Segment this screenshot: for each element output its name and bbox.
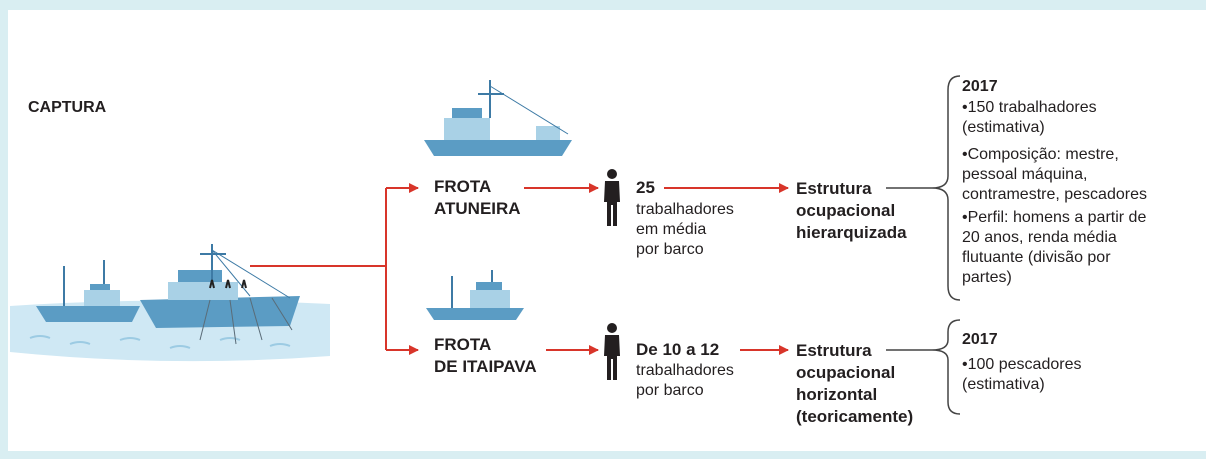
workers-text-itaipava-2: por barco (636, 382, 704, 399)
brace-itaipava (931, 319, 961, 415)
details-atuneira-year: 2017 (962, 78, 998, 95)
details-atuneira-line: 20 anos, renda média (962, 229, 1117, 246)
workers-text-atuneira-2: em média (636, 221, 707, 238)
section-label: CAPTURA (28, 99, 107, 116)
details-itaipava-line: (estimativa) (962, 376, 1045, 393)
person-icon (604, 323, 620, 380)
fishing-boat-icon (140, 244, 300, 345)
fleet-name-atuneira-line2: ATUNEIRA (434, 199, 521, 218)
structure-itaipava-1: Estrutura (796, 341, 872, 360)
fleet-name-itaipava-line1: FROTA (434, 335, 492, 354)
details-atuneira-line: •Composição: mestre, (962, 146, 1119, 163)
structure-atuneira-1: Estrutura (796, 179, 872, 198)
structure-atuneira-3: hierarquizada (796, 223, 907, 242)
details-atuneira-line: contramestre, pescadores (962, 186, 1147, 203)
workers-text-itaipava-1: trabalhadores (636, 362, 734, 379)
details-itaipava-line: •100 pescadores (962, 356, 1082, 373)
fishing-boat-icon (424, 80, 572, 156)
structure-itaipava-2: ocupacional (796, 363, 896, 382)
details-atuneira-line: (estimativa) (962, 119, 1045, 136)
fleet-name-atuneira-line1: FROTA (434, 177, 492, 196)
workers-count-itaipava: De 10 a 12 (636, 340, 720, 359)
details-atuneira-line: pessoal máquina, (962, 166, 1088, 183)
workers-text-atuneira-3: por barco (636, 241, 704, 258)
brace-atuneira (931, 75, 961, 301)
structure-itaipava-4: (teoricamente) (796, 407, 914, 426)
details-atuneira-line: •150 trabalhadores (962, 99, 1097, 116)
details-itaipava-year: 2017 (962, 331, 998, 348)
person-icon (604, 169, 620, 226)
details-atuneira-line: •Perfil: homens a partir de (962, 209, 1147, 226)
workers-text-atuneira-1: trabalhadores (636, 201, 734, 218)
structure-itaipava-3: horizontal (796, 385, 878, 404)
workers-count-atuneira: 25 (636, 178, 655, 197)
details-atuneira-line: partes) (962, 269, 1012, 286)
details-atuneira-line: flutuante (divisão por (962, 249, 1111, 266)
fishing-boat-icon (36, 260, 140, 322)
branch-connector (250, 183, 419, 355)
fleet-name-itaipava-line2: DE ITAIPAVA (434, 357, 537, 376)
fishing-boat-icon (426, 270, 524, 320)
structure-atuneira-2: ocupacional (796, 201, 896, 220)
